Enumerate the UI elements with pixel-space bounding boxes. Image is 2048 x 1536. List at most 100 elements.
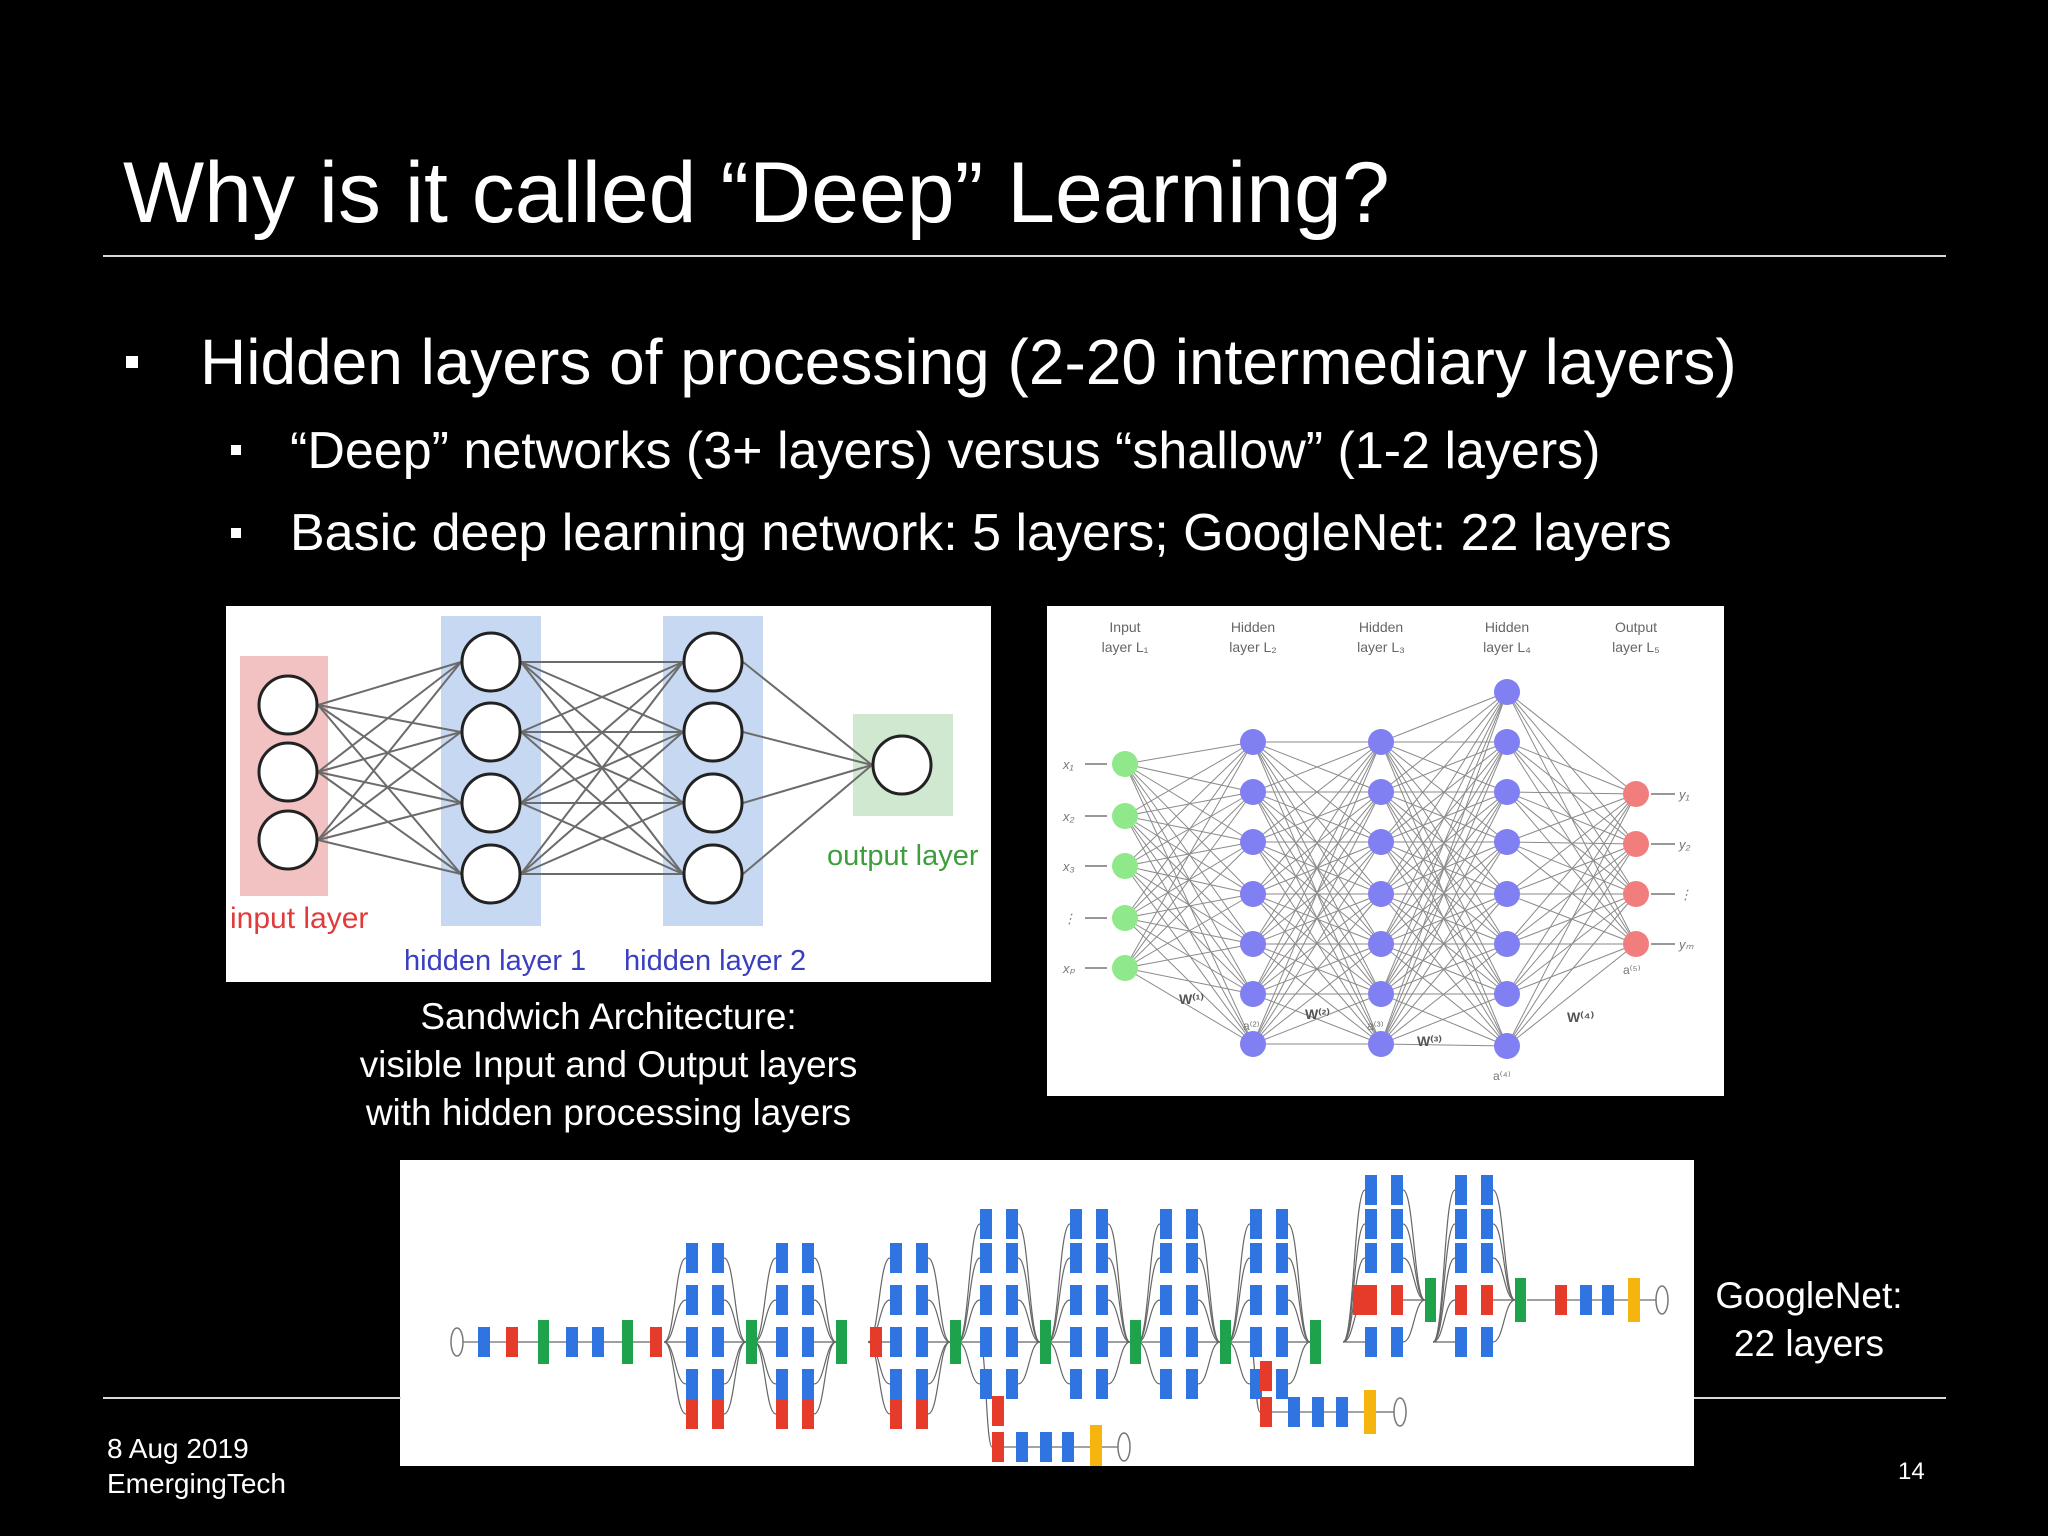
network-node <box>257 809 319 871</box>
layer-block <box>1006 1209 1018 1239</box>
layer-link <box>753 1257 777 1343</box>
layer-block <box>712 1327 724 1357</box>
footer-date: 8 Aug 2019 <box>107 1433 249 1464</box>
layer-block <box>890 1285 902 1315</box>
page-number: 14 <box>1898 1458 1925 1485</box>
network-node <box>1240 981 1266 1007</box>
layer-block <box>1040 1320 1051 1364</box>
layer-link <box>1342 1223 1366 1343</box>
layer-link <box>1017 1299 1041 1343</box>
network-edge <box>1506 893 1637 1047</box>
network-node <box>1494 679 1520 705</box>
layer-link <box>957 1223 981 1343</box>
layer-link <box>1197 1223 1221 1343</box>
layer-link <box>1432 1299 1456 1343</box>
network-edge <box>317 731 462 841</box>
layer-block <box>1070 1243 1082 1273</box>
layer-block <box>980 1285 992 1315</box>
network-edge <box>1252 791 1382 1045</box>
input-layer-label: input layer <box>230 902 368 935</box>
layer-block <box>1391 1285 1403 1315</box>
layer-endpoint <box>1655 1285 1669 1315</box>
layer-block <box>890 1327 902 1357</box>
network-node <box>1240 881 1266 907</box>
layer-block <box>802 1285 814 1315</box>
layer-block <box>1250 1243 1262 1273</box>
layer-link <box>1402 1189 1426 1301</box>
network-edge <box>1380 1043 1508 1047</box>
layer-link <box>1107 1257 1131 1343</box>
layer-block <box>566 1327 578 1357</box>
layer-block <box>650 1327 662 1357</box>
layer-block <box>1096 1369 1108 1399</box>
layer-block <box>1070 1327 1082 1357</box>
layer-link <box>1197 1299 1221 1343</box>
network-node <box>1112 905 1138 931</box>
layer-block <box>1391 1175 1403 1205</box>
layer-block <box>1186 1209 1198 1239</box>
layer-block <box>1250 1327 1262 1357</box>
layer-block <box>1455 1285 1467 1315</box>
layer-block <box>1336 1397 1348 1427</box>
layer-link <box>1047 1257 1071 1343</box>
layer-header: layer L₅ <box>1612 639 1660 655</box>
layer-link <box>1287 1299 1311 1343</box>
layer-header: layer L₂ <box>1229 639 1276 655</box>
weight-label: W⁽⁴⁾ <box>1567 1009 1594 1025</box>
network-node <box>1240 729 1266 755</box>
layer-header: Output <box>1615 619 1657 635</box>
network-node <box>1623 831 1649 857</box>
network-edge <box>520 802 684 875</box>
bullet-main: Hidden layers of processing (2-20 interm… <box>200 326 1737 398</box>
layer-link <box>1107 1223 1131 1343</box>
layer-block <box>890 1399 902 1429</box>
network-edge <box>1506 793 1637 895</box>
layer-block <box>802 1243 814 1273</box>
layer-link <box>1017 1257 1041 1343</box>
network-edge <box>520 661 684 733</box>
bullet-marker <box>126 356 138 368</box>
network-edge <box>1506 793 1637 843</box>
layer-header: Hidden <box>1485 619 1529 635</box>
layer-block <box>1096 1285 1108 1315</box>
output-label: y₁ <box>1678 787 1690 802</box>
network-edge <box>1380 791 1508 1045</box>
input-label: ⋮ <box>1063 911 1076 926</box>
network-edge <box>317 771 462 804</box>
layer-block <box>686 1285 698 1315</box>
network-edge <box>1252 741 1382 1045</box>
network-edge <box>1506 741 1637 795</box>
layer-block <box>776 1399 788 1429</box>
output-label: yₘ <box>1678 937 1695 952</box>
layer-link <box>1227 1223 1251 1343</box>
caption-line: visible Input and Output layers <box>359 1044 858 1085</box>
layer-link <box>957 1299 981 1343</box>
network-node <box>460 631 522 693</box>
layer-block <box>1250 1369 1262 1399</box>
network-edge <box>1252 741 1382 895</box>
layer-block <box>1391 1209 1403 1239</box>
layer-link <box>1432 1257 1456 1343</box>
layer-block <box>1186 1243 1198 1273</box>
layer-block <box>776 1243 788 1273</box>
layer-endpoint <box>1393 1397 1407 1427</box>
network-edge <box>742 764 873 804</box>
network-edge <box>1124 865 1254 995</box>
layer-block <box>1260 1361 1272 1391</box>
title-divider <box>103 255 1946 257</box>
layer-block <box>686 1369 698 1399</box>
network-edge <box>742 731 873 766</box>
layer-block <box>1250 1209 1262 1239</box>
layer-link <box>1227 1299 1251 1343</box>
layer-block <box>712 1399 724 1429</box>
layer-block <box>802 1369 814 1399</box>
layer-block <box>1580 1285 1592 1315</box>
input-label: x₂ <box>1062 809 1075 824</box>
layer-link <box>813 1257 837 1343</box>
layer-link <box>1107 1299 1131 1343</box>
layer-block <box>746 1320 757 1364</box>
network-edge <box>1380 741 1508 1045</box>
network-node <box>871 734 933 796</box>
layer-block <box>1481 1243 1493 1273</box>
layer-block <box>1365 1209 1377 1239</box>
